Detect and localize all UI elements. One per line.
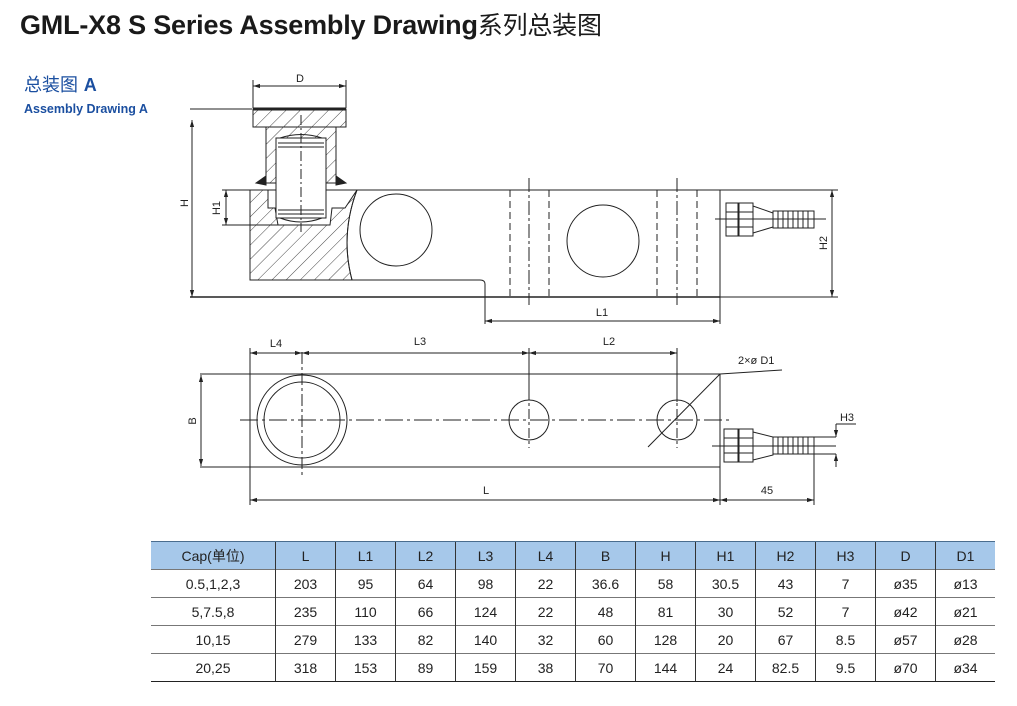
dim-label-H2: H2 (818, 236, 830, 250)
dimension-cell: 203 (275, 569, 336, 598)
dim-label-L: L (483, 485, 489, 497)
dimension-cell: 60 (575, 625, 636, 654)
plan-view (198, 348, 856, 505)
col-header: L2 (395, 541, 456, 570)
dimension-cell: ø70 (875, 653, 936, 682)
dimension-cell: 20 (695, 625, 756, 654)
dimension-cell: 140 (455, 625, 516, 654)
dimension-cell: 279 (275, 625, 336, 654)
dim-label-L4: L4 (270, 338, 282, 350)
dim-label-H3: H3 (840, 412, 854, 424)
dimension-cell: 144 (635, 653, 696, 682)
capacity-cell: 20,25 (151, 653, 276, 682)
dimension-cell: 81 (635, 597, 696, 626)
dimension-cell: 95 (335, 569, 396, 598)
dimension-cell: 24 (695, 653, 756, 682)
dimension-cell: 32 (515, 625, 576, 654)
dimension-cell: ø28 (935, 625, 995, 654)
dimension-cell: 8.5 (815, 625, 876, 654)
dimension-cell: ø21 (935, 597, 995, 626)
dimension-cell: 82 (395, 625, 456, 654)
dim-label-L2: L2 (603, 336, 615, 348)
dim-label-B: B (187, 417, 199, 424)
table-header-row: Cap(单位) L L1 L2 L3 L4 B H H1 H2 H3 D D1 (151, 541, 995, 570)
dimension-cell: ø35 (875, 569, 936, 598)
dim-label-H1: H1 (211, 201, 223, 215)
section-title-cn: 总装图 A (24, 71, 97, 97)
dimension-cell: 22 (515, 569, 576, 598)
capacity-cell: 10,15 (151, 625, 276, 654)
dimension-cell: ø34 (935, 653, 995, 682)
title-en: GML-X8 S Series Assembly Drawing (20, 10, 478, 40)
dimension-cell: ø13 (935, 569, 995, 598)
dimension-cell: 22 (515, 597, 576, 626)
col-header: H2 (755, 541, 816, 570)
section-label-cn: 总装图 (24, 75, 78, 96)
dimension-cell: 7 (815, 597, 876, 626)
dimension-cell: 7 (815, 569, 876, 598)
dimension-cell: 36.6 (575, 569, 636, 598)
assembly-drawing: D H H1 H2 L1 (179, 73, 856, 505)
dimension-cell: 124 (455, 597, 516, 626)
dim-label-45: 45 (761, 485, 773, 497)
dimension-cell: 110 (335, 597, 396, 626)
dimension-cell: 48 (575, 597, 636, 626)
dimension-cell: 128 (635, 625, 696, 654)
dim-label-L1: L1 (596, 307, 608, 319)
dimension-cell: 9.5 (815, 653, 876, 682)
col-header: D1 (935, 541, 995, 570)
dimension-cell: 30.5 (695, 569, 756, 598)
dimension-cell: 70 (575, 653, 636, 682)
dimension-cell: 43 (755, 569, 816, 598)
col-header: D (875, 541, 936, 570)
title-cn: 系列总装图 (477, 11, 602, 40)
dim-label-L3: L3 (414, 336, 426, 348)
page-title: GML-X8 S Series Assembly Drawing系列总装图 (20, 6, 602, 42)
dim-label-D: D (296, 73, 304, 85)
dimension-cell: ø57 (875, 625, 936, 654)
col-header: L1 (335, 541, 396, 570)
section-letter: A (83, 75, 97, 95)
dimension-cell: 318 (275, 653, 336, 682)
dimension-cell: 153 (335, 653, 396, 682)
dimension-cell: 133 (335, 625, 396, 654)
dimension-cell: 30 (695, 597, 756, 626)
dimension-cell: 64 (395, 569, 456, 598)
dim-label-H: H (179, 199, 191, 207)
cable-gland-plan (712, 428, 836, 463)
col-header: H3 (815, 541, 876, 570)
dimension-cell: 67 (755, 625, 816, 654)
elevation-view (189, 80, 838, 324)
dimension-cell: 235 (275, 597, 336, 626)
foot-assembly (252, 107, 348, 232)
cable-gland-elevation (715, 202, 826, 237)
col-header: B (575, 541, 636, 570)
col-header: Cap(单位) (151, 541, 276, 570)
dimension-cell: 58 (635, 569, 696, 598)
col-header: H1 (695, 541, 756, 570)
col-header: H (635, 541, 696, 570)
capacity-cell: 5,7.5,8 (151, 597, 276, 626)
dimension-cell: 159 (455, 653, 516, 682)
col-header: L (275, 541, 336, 570)
dimension-cell: 89 (395, 653, 456, 682)
dimension-cell: 52 (755, 597, 816, 626)
capacity-cell: 0.5,1,2,3 (151, 569, 276, 598)
dimension-cell: 38 (515, 653, 576, 682)
elevation-hole-1 (359, 193, 433, 267)
spec-table: Cap(单位) L L1 L2 L3 L4 B H H1 H2 H3 D D1 … (151, 541, 995, 682)
col-header: L3 (455, 541, 516, 570)
col-header: L4 (515, 541, 576, 570)
section-title-en: Assembly Drawing A (24, 102, 148, 116)
dimension-cell: ø42 (875, 597, 936, 626)
dimension-cell: 82.5 (755, 653, 816, 682)
dimension-cell: 98 (455, 569, 516, 598)
hole-note: 2×ø D1 (738, 355, 774, 367)
elevation-hole-2 (566, 204, 640, 278)
dimension-cell: 66 (395, 597, 456, 626)
